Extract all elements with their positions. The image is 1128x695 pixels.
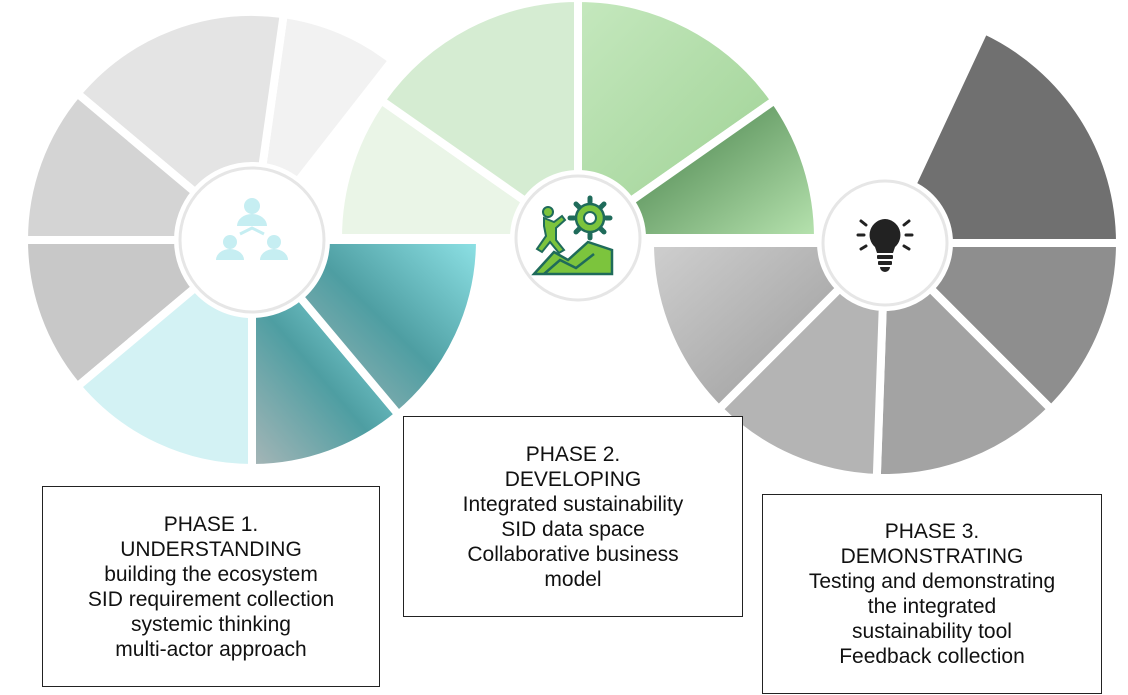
phase-2-name: DEVELOPING bbox=[504, 467, 642, 491]
phase-1-segment bbox=[295, 236, 484, 419]
phase-1-item: SID requirement collection bbox=[87, 587, 335, 611]
phase-3-title: PHASE 3. bbox=[884, 520, 980, 543]
phase-3-box: PHASE 3. DEMONSTRATING Testing and demon… bbox=[762, 494, 1102, 694]
phase-3-segment bbox=[908, 26, 1124, 247]
phase-1-item: building the ecosystem bbox=[104, 562, 318, 586]
lightbulb-icon bbox=[856, 219, 914, 272]
phase-3-segment bbox=[926, 239, 1124, 414]
phase-1-box: PHASE 1. UNDERSTANDING building the ecos… bbox=[42, 486, 380, 687]
phase-1-segment bbox=[73, 8, 288, 197]
phase-2-hub bbox=[514, 174, 642, 302]
phase-1-item: multi-actor approach bbox=[115, 637, 307, 661]
phase-3-name: DEMONSTRATING bbox=[840, 545, 1024, 568]
phase-1-wheel bbox=[20, 8, 484, 472]
phase-2-segment bbox=[334, 96, 530, 242]
phase-3-wheel bbox=[646, 26, 1124, 482]
phase-1-segment bbox=[20, 89, 200, 244]
phase-1-item: systemic thinking bbox=[131, 612, 291, 636]
phase-2-box: PHASE 2. DEVELOPING Integrated sustainab… bbox=[403, 416, 743, 617]
phase-2-item: model bbox=[544, 567, 602, 591]
phase-2-item: Collaborative business bbox=[467, 542, 679, 566]
phase-1-title: PHASE 1. bbox=[163, 512, 259, 536]
phase-3-segment bbox=[872, 284, 1056, 482]
phase-2-segment bbox=[574, 0, 779, 206]
phase-2-item: Integrated sustainability bbox=[462, 492, 684, 516]
climber-gear-icon bbox=[531, 195, 614, 276]
phase-2-segment bbox=[377, 0, 582, 206]
people-network-icon bbox=[216, 198, 288, 260]
phase-1-segment bbox=[258, 10, 397, 186]
phase-2-item: SID data space bbox=[501, 517, 645, 541]
phase-1-hub bbox=[178, 166, 326, 314]
phase-3-item: sustainability tool bbox=[852, 620, 1012, 643]
phase-3-segment bbox=[646, 239, 844, 414]
phase-3-item: the integrated bbox=[867, 595, 997, 618]
phase-1-segment bbox=[248, 292, 403, 472]
phase-2-title: PHASE 2. bbox=[525, 442, 621, 466]
phase-1-name: UNDERSTANDING bbox=[120, 537, 302, 561]
phase-1-segment bbox=[20, 236, 200, 391]
phase-3-item: Testing and demonstrating bbox=[808, 570, 1056, 593]
phase-2-segment bbox=[626, 96, 822, 242]
phase-3-item: Feedback collection bbox=[839, 645, 1025, 668]
phase-1-segment bbox=[73, 283, 256, 472]
